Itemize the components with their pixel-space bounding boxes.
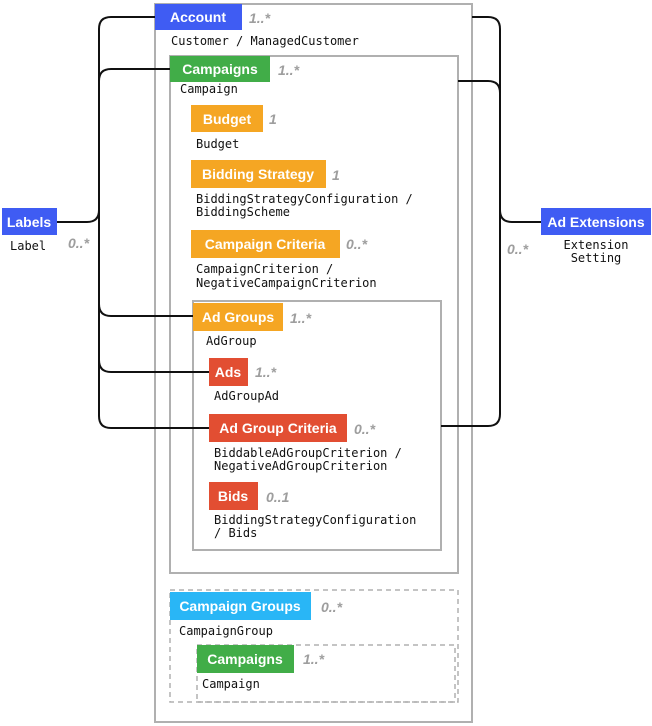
group-campaigns-box — [197, 645, 294, 673]
ad-groups-type: AdGroup — [206, 334, 257, 348]
bidding-strategy-type-line1: BiddingStrategyConfiguration / — [196, 192, 413, 206]
ads-label: Ads — [215, 364, 242, 380]
campaign-groups-cardinality: 0..* — [321, 599, 343, 615]
bids-cardinality: 0..1 — [266, 489, 290, 505]
ad-group-criteria-box — [209, 414, 347, 442]
campaign-criteria-label: Campaign Criteria — [205, 236, 326, 252]
group-campaigns-cardinality: 1..* — [303, 651, 325, 667]
bids-type-line1: BiddingStrategyConfiguration — [214, 513, 416, 527]
campaign-criteria-cardinality: 0..* — [346, 236, 368, 252]
budget-box — [191, 105, 263, 132]
group-campaigns-label: Campaigns — [207, 651, 283, 667]
campaign-groups-frame — [169, 589, 459, 703]
ad-extensions-box — [541, 208, 651, 235]
ad-groups-label: Ad Groups — [202, 309, 275, 325]
group-campaigns-frame — [196, 644, 456, 703]
campaigns-type: Campaign — [180, 82, 238, 96]
labels-type: Label — [10, 239, 46, 253]
ad-extensions-label: Ad Extensions — [547, 214, 644, 230]
bidding-strategy-box — [191, 160, 326, 188]
campaigns-label: Campaigns — [182, 61, 258, 77]
ads-cardinality: 1..* — [255, 364, 277, 380]
ad-group-criteria-cardinality: 0..* — [354, 421, 376, 437]
campaign-groups-label: Campaign Groups — [179, 598, 301, 614]
campaign-groups-box — [170, 592, 311, 620]
budget-label: Budget — [203, 111, 252, 127]
ad-groups-box — [193, 303, 283, 331]
bids-box — [209, 482, 258, 510]
account-type: Customer / ManagedCustomer — [171, 34, 359, 48]
campaign-criteria-type-line2: NegativeCampaignCriterion — [196, 276, 377, 290]
ad-group-criteria-type-line1: BiddableAdGroupCriterion / — [214, 446, 402, 460]
budget-type: Budget — [196, 137, 239, 151]
ad-group-criteria-label: Ad Group Criteria — [219, 420, 337, 436]
bids-label: Bids — [218, 488, 249, 504]
ad-groups-cardinality: 1..* — [290, 310, 312, 326]
account-cardinality: 1..* — [249, 10, 271, 26]
ad-extensions-cardinality: 0..* — [507, 241, 529, 257]
campaign-criteria-type-line1: CampaignCriterion / — [196, 262, 333, 276]
account-box — [155, 4, 242, 30]
campaigns-box — [170, 56, 270, 82]
campaigns-frame — [169, 55, 459, 574]
ad-extensions-type-line1: Extension — [563, 238, 628, 252]
labels-label: Labels — [7, 214, 52, 230]
ads-type: AdGroupAd — [214, 389, 279, 403]
bidding-strategy-type-line2: BiddingScheme — [196, 205, 290, 219]
bidding-strategy-cardinality: 1 — [332, 167, 340, 183]
campaign-groups-type: CampaignGroup — [179, 624, 273, 638]
campaigns-cardinality: 1..* — [278, 62, 300, 78]
group-campaigns-type: Campaign — [202, 677, 260, 691]
labels-cardinality: 0..* — [68, 235, 90, 251]
ads-box — [209, 358, 248, 386]
ad-group-criteria-type-line2: NegativeAdGroupCriterion — [214, 459, 387, 473]
account-frame — [154, 3, 473, 723]
ad-extensions-connector — [441, 16, 541, 427]
budget-cardinality: 1 — [269, 111, 277, 127]
ad-extensions-type-line2: Setting — [571, 251, 622, 265]
account-label: Account — [170, 9, 226, 25]
bidding-strategy-label: Bidding Strategy — [202, 166, 314, 182]
campaign-criteria-box — [191, 230, 340, 258]
labels-box — [2, 208, 57, 235]
bids-type-line2: / Bids — [214, 526, 257, 540]
labels-connector — [57, 16, 209, 429]
